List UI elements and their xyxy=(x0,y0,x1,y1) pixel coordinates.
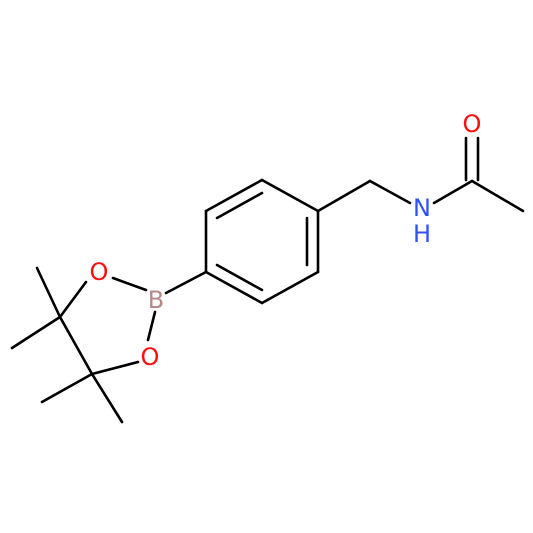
bond-ring-5 xyxy=(260,270,320,305)
bond-methyl-lower-a xyxy=(40,372,94,404)
bond-nitrogen-methylene xyxy=(368,179,412,205)
bond-methylene-ring xyxy=(316,179,372,213)
bond-methyl-upper-a xyxy=(35,266,62,319)
bond-ring-2 xyxy=(204,178,264,213)
atom-label-boron: B xyxy=(148,286,164,314)
bond-quaternary-carbons xyxy=(58,315,94,376)
atom-label-ring-oxygen-upper: O xyxy=(90,258,109,286)
bond-methyl-lower-b xyxy=(90,372,124,424)
bond-ring-boron xyxy=(164,270,208,295)
bond-boron-oxygen-upper xyxy=(111,276,148,292)
bond-carbonyl-nitrogen xyxy=(432,179,474,205)
bond-ring-inner-1 xyxy=(215,191,264,220)
bond-ring-inner-2 xyxy=(215,263,264,292)
bond-ring-4 xyxy=(204,270,264,305)
bond-methyl-upper-b xyxy=(10,315,62,350)
atom-label-carbonyl-oxygen: O xyxy=(463,110,482,138)
bond-boron-oxygen-lower xyxy=(146,310,157,342)
atom-label-ring-oxygen-lower: O xyxy=(141,343,160,371)
bond-ring-1 xyxy=(260,178,320,213)
atom-label-amide-nitrogen: N xyxy=(413,194,431,222)
bond-methyl-carbonyl xyxy=(470,179,525,213)
bond-oxygen-upper-carbon xyxy=(58,280,88,319)
atom-label-amide-hydrogen: H xyxy=(413,220,431,248)
bond-oxygen-lower-carbon xyxy=(90,360,140,376)
atom-labels: O N H B O O xyxy=(90,110,482,371)
bonds xyxy=(10,136,525,424)
